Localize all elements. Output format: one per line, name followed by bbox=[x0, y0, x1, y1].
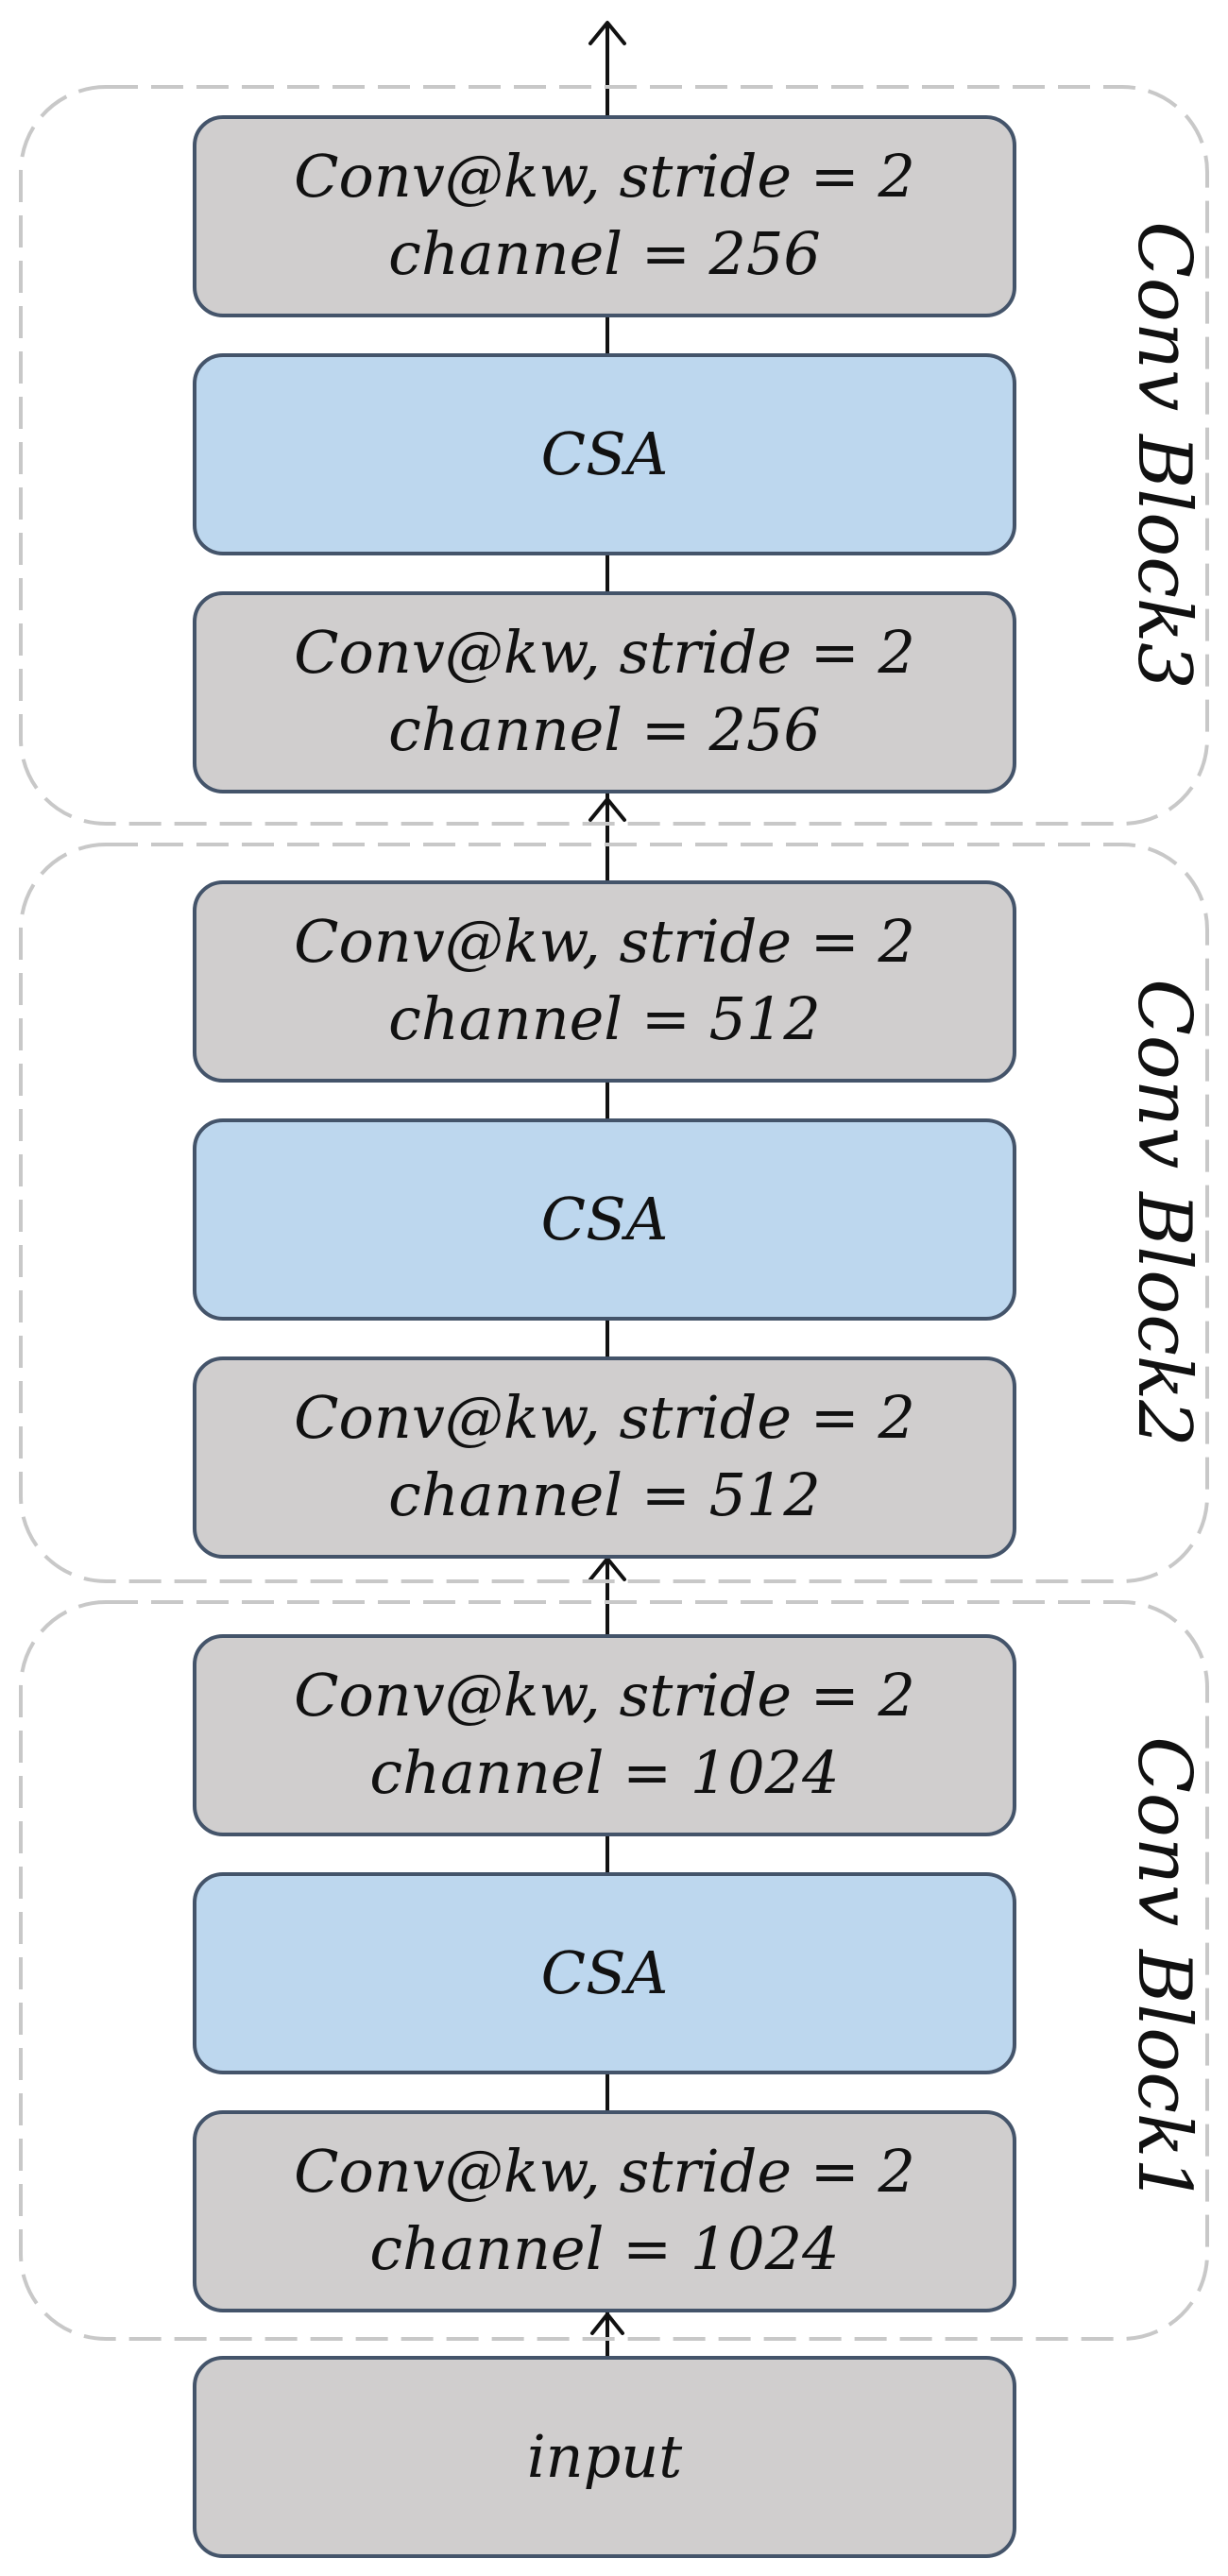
conv-block3-bottom-line1: Conv@kw, stride = 2 bbox=[294, 618, 915, 687]
conv-block2-top: Conv@kw, stride = 2 channel = 512 bbox=[193, 880, 1016, 1083]
conv-block3-top-line2: channel = 256 bbox=[388, 219, 821, 288]
conv-block2-bottom-line1: Conv@kw, stride = 2 bbox=[294, 1383, 915, 1452]
group-frame-block1 bbox=[19, 1600, 1209, 2341]
output-arrowhead bbox=[588, 21, 626, 45]
conv-block-3: Conv@kw, stride = 2 channel = 256 CSA Co… bbox=[193, 115, 1206, 793]
conv-block1-top-line1: Conv@kw, stride = 2 bbox=[294, 1661, 915, 1730]
conv-block2-top-line2: channel = 512 bbox=[388, 984, 821, 1053]
conv-block1-bottom-line1: Conv@kw, stride = 2 bbox=[294, 2137, 915, 2206]
group-label-block2: Conv Block2 bbox=[1121, 979, 1206, 1447]
conv-block1-top-line2: channel = 1024 bbox=[369, 1738, 839, 1807]
group-frame-block2 bbox=[19, 843, 1209, 1583]
conv-block2-bottom: Conv@kw, stride = 2 channel = 512 bbox=[193, 1356, 1016, 1559]
input-label: input bbox=[527, 2422, 682, 2491]
conv-block-2: Conv@kw, stride = 2 channel = 512 CSA Co… bbox=[193, 880, 1206, 1559]
group-frame-block3 bbox=[19, 85, 1209, 826]
group-label-block3: Conv Block3 bbox=[1121, 221, 1206, 690]
conv-block3-top-line1: Conv@kw, stride = 2 bbox=[294, 142, 915, 211]
arrow-b2-to-b3-head bbox=[588, 797, 626, 822]
csa-block1: CSA bbox=[193, 1872, 1016, 2074]
input-block: input bbox=[193, 2356, 1016, 2558]
conv-block3-top: Conv@kw, stride = 2 channel = 256 bbox=[193, 115, 1016, 317]
arrow-input-to-b1-head bbox=[590, 2312, 624, 2335]
conv-block1-top: Conv@kw, stride = 2 channel = 1024 bbox=[193, 1634, 1016, 1836]
connectors bbox=[588, 21, 626, 2358]
conv-block3-bottom: Conv@kw, stride = 2 channel = 256 bbox=[193, 591, 1016, 793]
conv-block3-bottom-line2: channel = 256 bbox=[388, 695, 821, 764]
conv-block-1: Conv@kw, stride = 2 channel = 1024 CSA C… bbox=[193, 1634, 1206, 2312]
csa-block2-label: CSA bbox=[541, 1185, 669, 1254]
csa-block3: CSA bbox=[193, 353, 1016, 555]
conv-block2-bottom-line2: channel = 512 bbox=[388, 1460, 821, 1529]
csa-block1-label: CSA bbox=[541, 1938, 669, 2007]
group-label-block1: Conv Block1 bbox=[1121, 1736, 1206, 2205]
csa-block3-label: CSA bbox=[541, 419, 669, 488]
csa-block2: CSA bbox=[193, 1118, 1016, 1321]
conv-block1-bottom: Conv@kw, stride = 2 channel = 1024 bbox=[193, 2110, 1016, 2312]
group-frames bbox=[19, 85, 1209, 2341]
conv-block2-top-line1: Conv@kw, stride = 2 bbox=[294, 907, 915, 976]
conv-block1-bottom-line2: channel = 1024 bbox=[369, 2214, 839, 2283]
